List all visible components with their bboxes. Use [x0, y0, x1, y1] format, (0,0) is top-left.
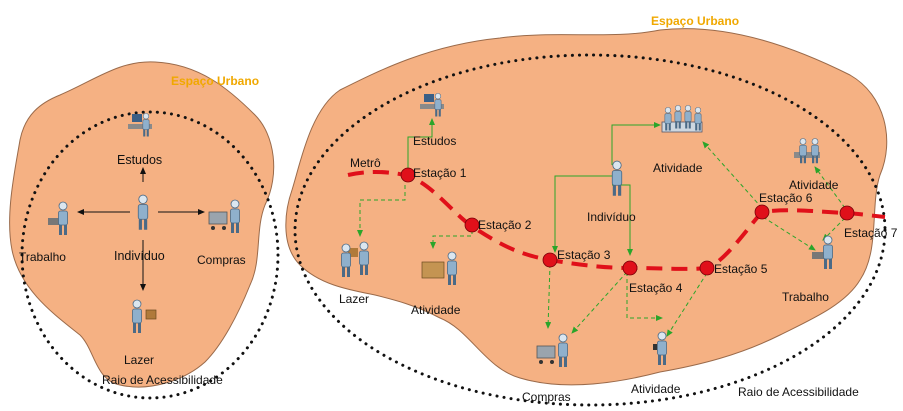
station-4: [622, 260, 638, 276]
station-3-label: Estação 3: [557, 248, 611, 262]
right-accessibility-circle: [293, 53, 887, 407]
right-activity-left-label: Atividade: [411, 303, 461, 317]
right-work-label: Trabalho: [782, 290, 829, 304]
left-studies-label: Estudos: [117, 153, 163, 167]
station-1-label: Estação 1: [413, 166, 467, 180]
desk-person-icon: [794, 138, 820, 164]
desk-person-icon: [128, 113, 152, 137]
right-activity-top-label: Atividade: [653, 161, 703, 175]
station-7-label: Estação 7: [844, 226, 898, 240]
left-accessibility-circle: [20, 110, 280, 400]
left-leisure-label: Lazer: [124, 353, 155, 367]
right-title: Espaço Urbano: [651, 14, 740, 28]
station-2-label: Estação 2: [478, 218, 532, 232]
right-activity-bottom-label: Atividade: [631, 382, 681, 396]
station-5: [699, 260, 715, 276]
right-radius-label: Raio de Acessibilidade: [738, 385, 859, 399]
station-7: [839, 205, 855, 221]
station-4-label: Estação 4: [629, 281, 683, 295]
station-5-label: Estação 5: [714, 262, 768, 276]
left-title: Espaço Urbano: [171, 74, 260, 88]
right-studies-label: Estudos: [413, 134, 457, 148]
left-work-label: Trabalho: [19, 250, 66, 264]
station-1: [400, 167, 416, 183]
boxes-person-icon: [421, 251, 457, 286]
boxes-person-icon: [341, 241, 369, 278]
delivery-person-icon: [132, 299, 157, 334]
left-individual-label: Indivíduo: [114, 249, 165, 263]
station-3: [542, 252, 558, 268]
shopping-cart-icon: [536, 333, 568, 368]
right-urban-blob: [285, 28, 888, 386]
right-activity-right-label: Atividade: [789, 178, 839, 192]
station-6-label: Estação 6: [759, 191, 813, 205]
metro-label: Metrô: [350, 156, 381, 170]
station-2: [464, 217, 480, 233]
laptop-person-icon: [48, 201, 68, 236]
phone-person-icon: [653, 331, 667, 366]
right-leisure-label: Lazer: [339, 292, 370, 306]
right-shopping-label: Compras: [522, 390, 571, 404]
station-6: [754, 204, 770, 220]
left-shopping-label: Compras: [197, 253, 246, 267]
shopping-cart-icon: [208, 199, 240, 234]
desk-person-icon: [420, 93, 444, 117]
laptop-person-icon: [812, 235, 833, 270]
meeting-icon: [661, 105, 703, 133]
right-individual-label: Indivíduo: [587, 210, 636, 224]
left-radius-label: Raio de Acessibilidade: [102, 373, 223, 387]
